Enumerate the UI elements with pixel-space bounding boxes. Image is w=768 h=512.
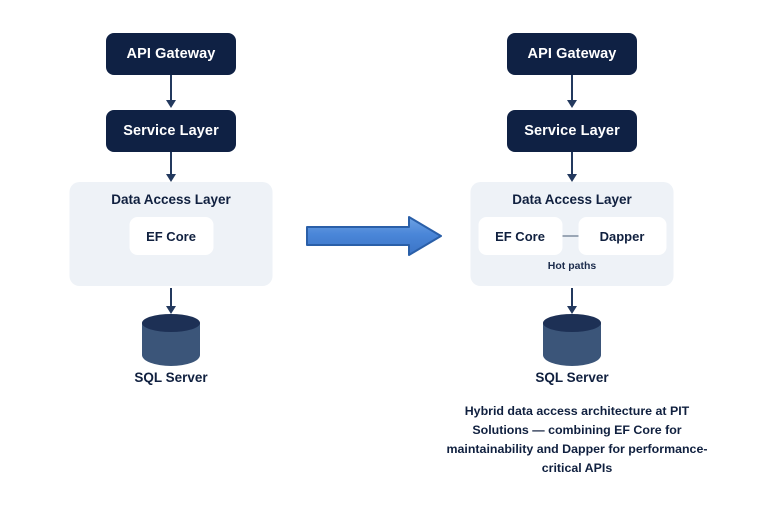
arrow-head-icon (567, 174, 577, 182)
right-ef-core-box: EF Core (478, 217, 562, 255)
cylinder-top (142, 314, 200, 332)
right-arrow-gateway-to-service (566, 75, 578, 108)
cylinder-top (543, 314, 601, 332)
left-api-gateway-label: API Gateway (126, 46, 216, 62)
left-ef-core-label: EF Core (146, 228, 196, 244)
arrow-shaft (170, 75, 172, 102)
left-service-layer-label: Service Layer (123, 123, 219, 139)
arrow-head-icon (166, 306, 176, 314)
arrow-head-icon (567, 100, 577, 108)
right-database-label: SQL Server (535, 370, 609, 385)
right-architecture-column: API Gateway Service Layer Data Access La… (422, 0, 722, 512)
diagram-caption: Hybrid data access architecture at PIT S… (446, 404, 708, 475)
left-arrow-gateway-to-service (165, 75, 177, 108)
right-arrow-dal-to-database (566, 288, 578, 314)
left-architecture-column: API Gateway Service Layer Data Access La… (21, 0, 321, 512)
right-database-cylinder-icon (543, 314, 601, 366)
arrow-shaft (571, 75, 573, 102)
right-api-gateway-box: API Gateway (507, 33, 637, 75)
right-service-layer-label: Service Layer (524, 123, 620, 139)
ef-core-dapper-connector (562, 235, 578, 237)
right-ef-core-label: EF Core (495, 228, 545, 244)
left-service-layer-box: Service Layer (106, 110, 236, 152)
arrow-shaft (571, 288, 573, 308)
right-service-layer-box: Service Layer (507, 110, 637, 152)
left-database-label: SQL Server (134, 370, 208, 385)
right-dal-components-row: EF Core Dapper (471, 217, 674, 255)
arrow-head-icon (166, 174, 176, 182)
left-dal-components-row: EF Core (70, 217, 273, 255)
left-database-cylinder-icon (142, 314, 200, 366)
left-arrow-service-to-dal (165, 152, 177, 182)
right-api-gateway-label: API Gateway (527, 46, 617, 62)
right-data-access-layer-panel: Data Access Layer EF Core Dapper Hot pat… (470, 182, 674, 286)
arrow-head-icon (567, 306, 577, 314)
arrow-shaft (170, 152, 172, 176)
left-data-access-layer-panel: Data Access Layer EF Core (69, 182, 273, 286)
right-dapper-box: Dapper (578, 217, 666, 255)
left-dal-title: Data Access Layer (111, 192, 231, 207)
left-arrow-dal-to-database (165, 288, 177, 314)
transition-right-arrow-icon (305, 214, 445, 258)
left-ef-core-box: EF Core (129, 217, 213, 255)
hot-paths-label: Hot paths (547, 260, 597, 272)
right-dal-title: Data Access Layer (512, 192, 632, 207)
left-api-gateway-box: API Gateway (106, 33, 236, 75)
arrow-shaft (571, 152, 573, 176)
right-arrow-service-to-dal (566, 152, 578, 182)
arrow-head-icon (166, 100, 176, 108)
arrow-shaft (170, 288, 172, 308)
right-dapper-label: Dapper (599, 228, 645, 244)
